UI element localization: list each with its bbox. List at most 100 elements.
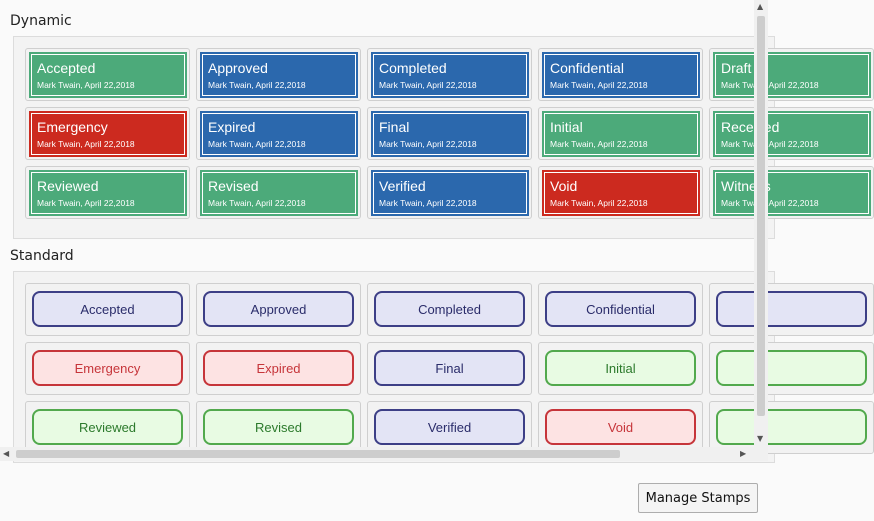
standard-stamp-cell[interactable]: Revised bbox=[196, 401, 361, 454]
standard-stamp-cell[interactable]: Accepted bbox=[25, 283, 190, 336]
dynamic-stamp-title: Void bbox=[550, 178, 578, 194]
standard-stamp-cell[interactable]: Final bbox=[367, 342, 532, 395]
dynamic-stamp-title: Reviewed bbox=[37, 178, 99, 194]
dynamic-stamp-subtitle: Mark Twain, April 22,2018 bbox=[208, 198, 306, 208]
dynamic-stamp-title: Completed bbox=[379, 60, 447, 76]
standard-stamp[interactable] bbox=[716, 350, 867, 386]
dynamic-stamp-subtitle: Mark Twain, April 22,2018 bbox=[550, 139, 648, 149]
dynamic-stamp-subtitle: Mark Twain, April 22,2018 bbox=[37, 139, 135, 149]
standard-stamp-cell[interactable]: Approved bbox=[196, 283, 361, 336]
standard-stamp-cell[interactable] bbox=[709, 342, 874, 395]
dynamic-stamp-title: Draft bbox=[721, 60, 752, 76]
vertical-scroll-thumb[interactable] bbox=[757, 16, 765, 416]
standard-stamp[interactable]: Expired bbox=[203, 350, 354, 386]
standard-stamp-cell[interactable]: Expired bbox=[196, 342, 361, 395]
standard-section-title: Standard bbox=[10, 248, 74, 264]
dynamic-stamp-subtitle: Mark Twain, April 22,2018 bbox=[37, 80, 135, 90]
dynamic-stamp-subtitle: Mark Twain, April 22,2018 bbox=[379, 198, 477, 208]
scrollbar-corner bbox=[754, 447, 768, 461]
dynamic-stamp-subtitle: Mark Twain, April 22,2018 bbox=[379, 139, 477, 149]
vertical-scrollbar[interactable]: ▲ ▼ bbox=[754, 0, 768, 447]
dynamic-stamp-title: Accepted bbox=[37, 60, 96, 76]
standard-stamp[interactable]: Void bbox=[545, 409, 696, 445]
dynamic-stamp-subtitle: Mark Twain, April 22,2018 bbox=[550, 80, 648, 90]
standard-stamp[interactable] bbox=[716, 409, 867, 445]
standard-stamp[interactable]: Confidential bbox=[545, 291, 696, 327]
standard-stamp[interactable]: Verified bbox=[374, 409, 525, 445]
standard-stamp-cell[interactable]: Emergency bbox=[25, 342, 190, 395]
standard-stamp[interactable]: Completed bbox=[374, 291, 525, 327]
scroll-down-icon[interactable]: ▼ bbox=[757, 434, 764, 443]
manage-stamps-button[interactable]: Manage Stamps bbox=[638, 483, 758, 513]
dynamic-stamp-subtitle: Mark Twain, April 22,2018 bbox=[37, 198, 135, 208]
standard-stamp[interactable]: Emergency bbox=[32, 350, 183, 386]
standard-stamp-cell[interactable]: Completed bbox=[367, 283, 532, 336]
standard-stamp-cell[interactable] bbox=[709, 283, 874, 336]
dynamic-stamp-title: Verified bbox=[379, 178, 426, 194]
dynamic-stamp-subtitle: Mark Twain, April 22,2018 bbox=[550, 198, 648, 208]
standard-stamp-cell[interactable] bbox=[709, 401, 874, 454]
dynamic-stamp-subtitle: Mark Twain, April 22,2018 bbox=[721, 198, 819, 208]
dynamic-stamp-title: Final bbox=[379, 119, 410, 135]
dynamic-stamp-title: Confidential bbox=[550, 60, 624, 76]
dynamic-stamp-title: Revised bbox=[208, 178, 259, 194]
standard-stamp[interactable] bbox=[716, 291, 867, 327]
standard-stamp[interactable]: Final bbox=[374, 350, 525, 386]
dynamic-stamp-title: Expired bbox=[208, 119, 256, 135]
dynamic-section-title: Dynamic bbox=[10, 13, 72, 29]
dynamic-stamp-subtitle: Mark Twain, April 22,2018 bbox=[379, 80, 477, 90]
dynamic-stamp-subtitle: Mark Twain, April 22,2018 bbox=[208, 139, 306, 149]
standard-stamp[interactable]: Revised bbox=[203, 409, 354, 445]
scroll-right-icon[interactable]: ▶ bbox=[740, 449, 747, 458]
dynamic-stamp-title: Emergency bbox=[37, 119, 108, 135]
standard-stamp-cell[interactable]: Confidential bbox=[538, 283, 703, 336]
standard-stamp[interactable]: Accepted bbox=[32, 291, 183, 327]
scroll-left-icon[interactable]: ◀ bbox=[3, 449, 10, 458]
standard-stamp[interactable]: Approved bbox=[203, 291, 354, 327]
standard-stamp-cell[interactable]: Reviewed bbox=[25, 401, 190, 454]
standard-stamp-cell[interactable]: Initial bbox=[538, 342, 703, 395]
dynamic-stamp-title: Approved bbox=[208, 60, 268, 76]
dynamic-stamp-subtitle: Mark Twain, April 22,2018 bbox=[721, 139, 819, 149]
scroll-up-icon[interactable]: ▲ bbox=[757, 2, 764, 11]
horizontal-scrollbar[interactable]: ◀ ▶ bbox=[0, 447, 754, 461]
horizontal-scroll-thumb[interactable] bbox=[16, 450, 620, 458]
standard-stamp[interactable]: Initial bbox=[545, 350, 696, 386]
standard-stamp[interactable]: Reviewed bbox=[32, 409, 183, 445]
standard-stamp-cell[interactable]: Void bbox=[538, 401, 703, 454]
